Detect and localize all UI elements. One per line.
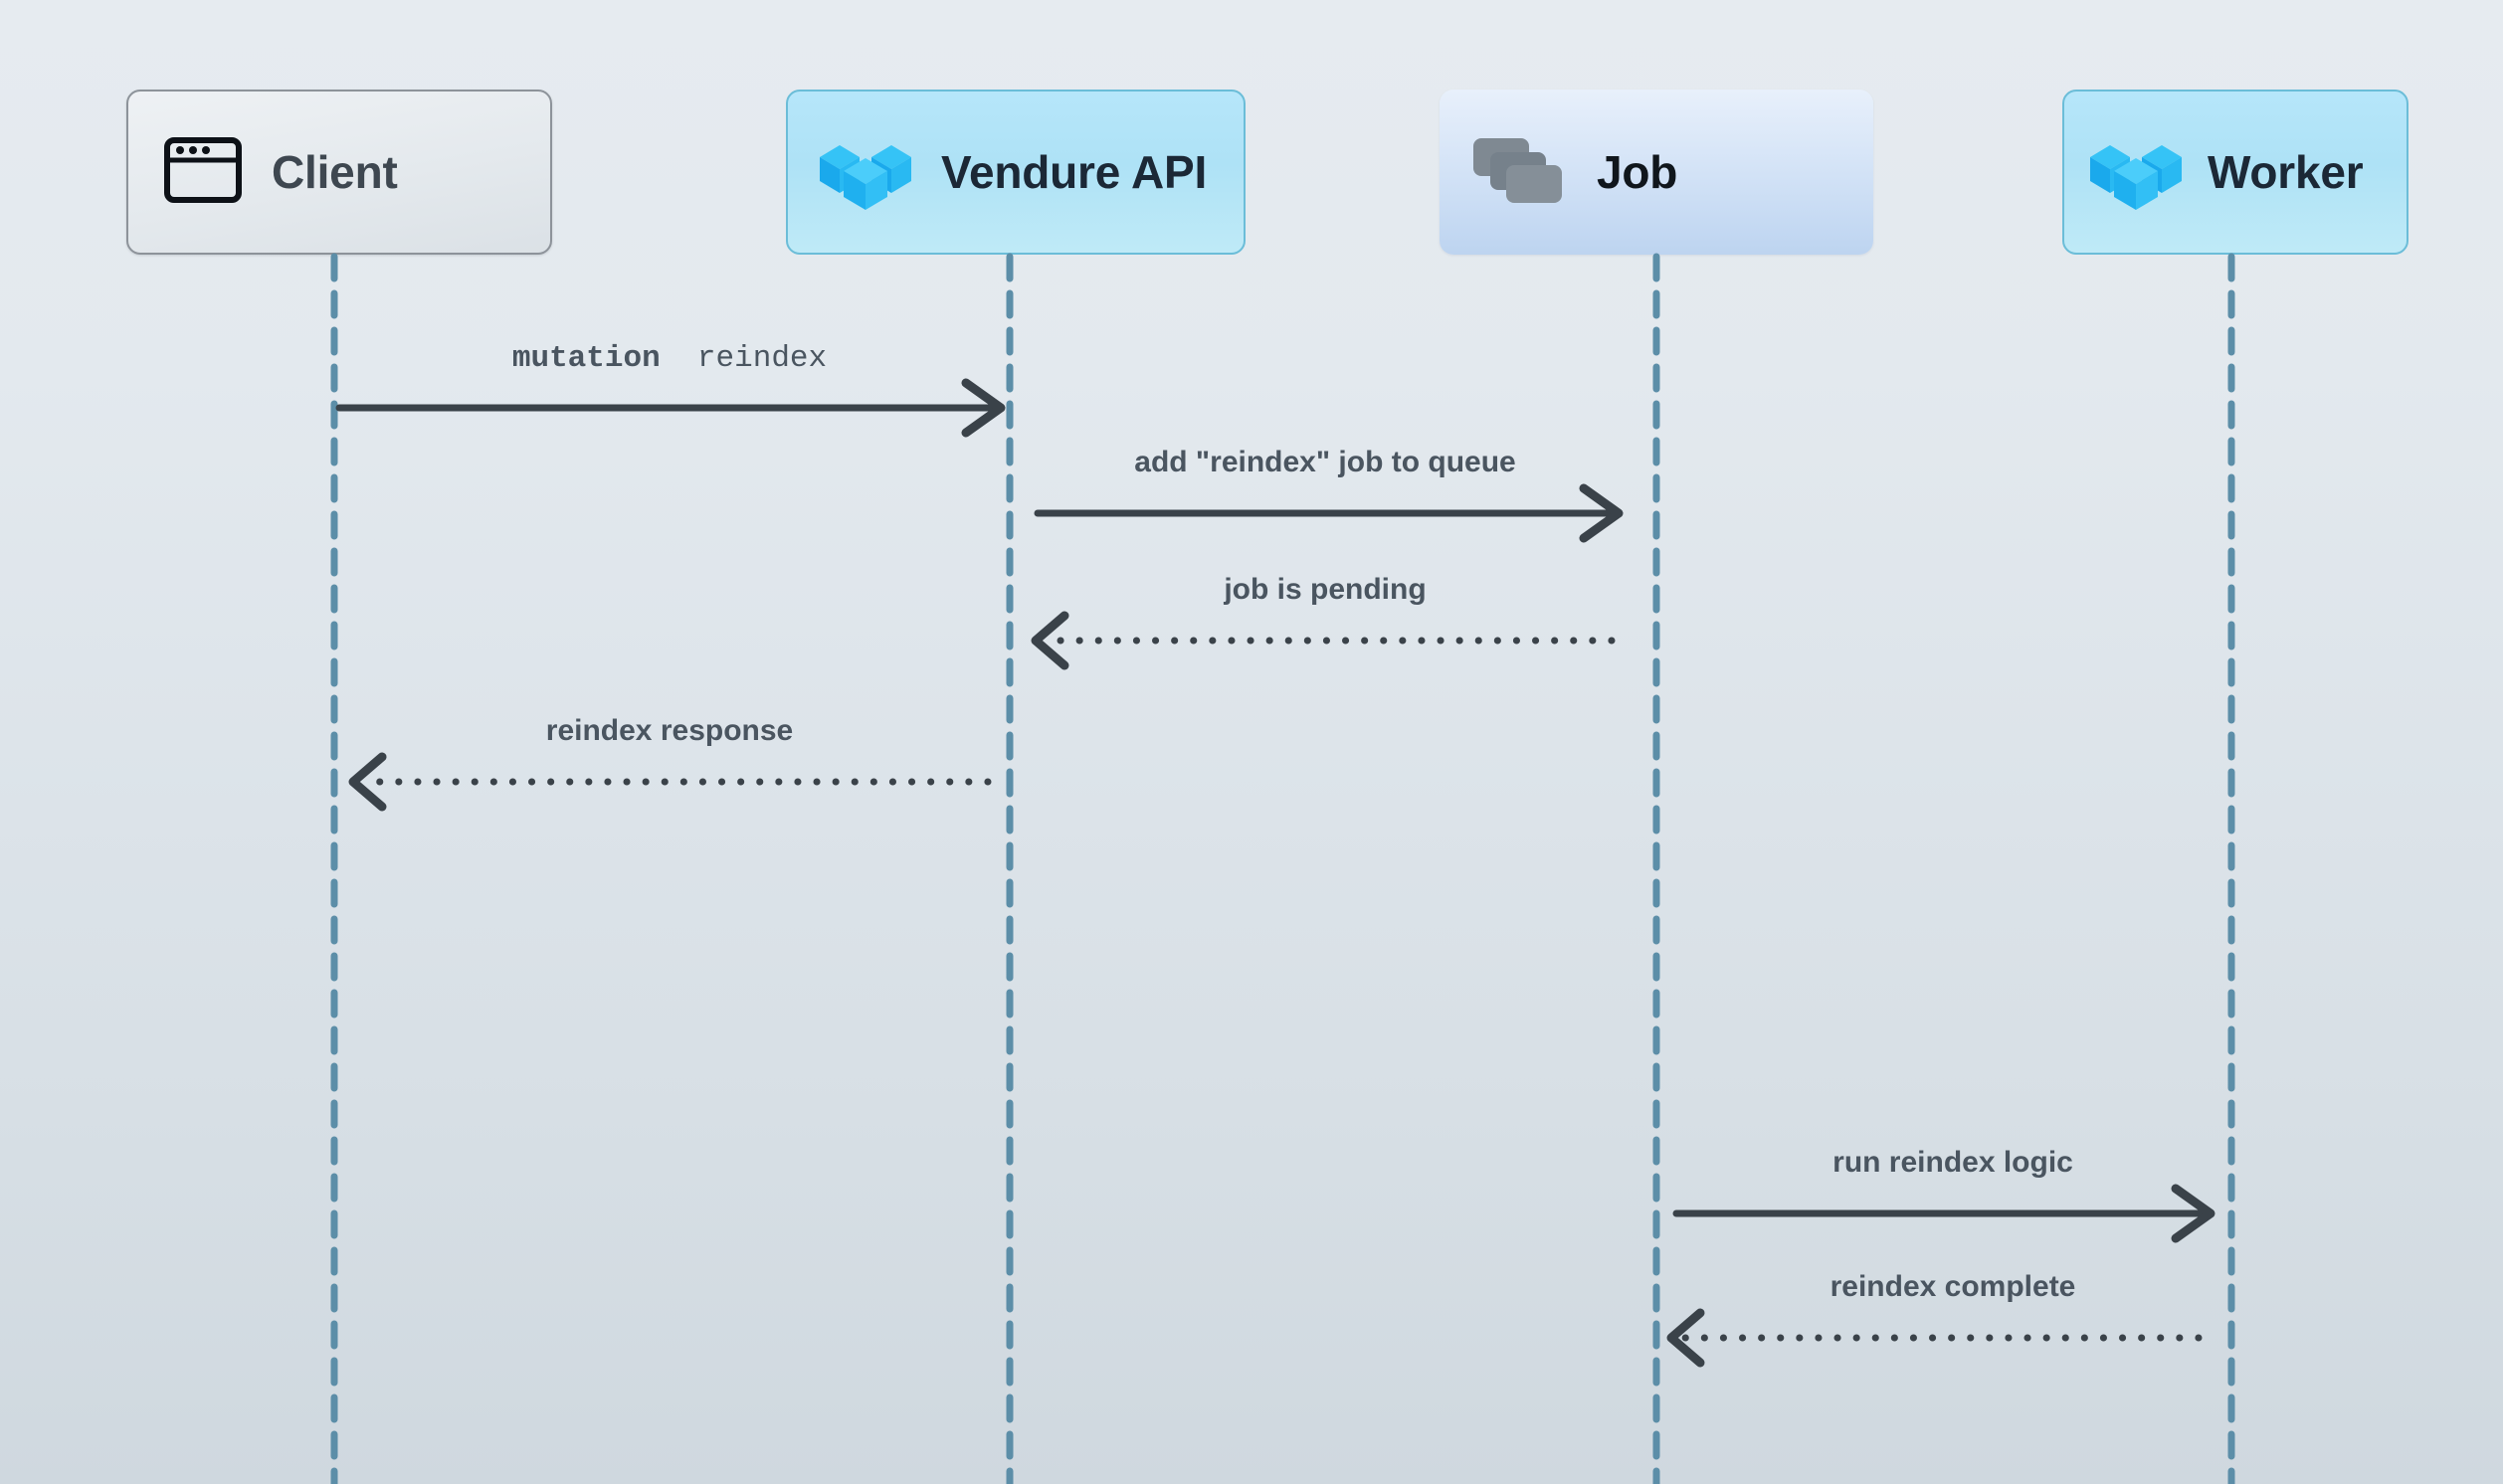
message-argument: reindex — [696, 341, 828, 376]
participant-box-worker[interactable]: Worker — [2062, 90, 2408, 255]
vendure-cubes-icon — [816, 129, 915, 216]
message-label-job-is-pending: job is pending — [1224, 573, 1427, 606]
message-label-run-reindex-logic: run reindex logic — [1832, 1146, 2073, 1179]
participant-box-vendure-api[interactable]: Vendure API — [786, 90, 1246, 255]
participant-label-client: Client — [272, 146, 398, 198]
participant-label-job: Job — [1597, 146, 1678, 198]
message-label-add-reindex-job-to-queue: add "reindex" job to queue — [1134, 446, 1516, 478]
message-arrows — [335, 378, 2215, 1368]
lifelines — [330, 253, 2235, 1484]
message-arrow-reindex-complete — [1666, 1308, 2203, 1368]
participant-label-vendure-api: Vendure API — [941, 146, 1208, 198]
participant-box-client[interactable]: Client — [126, 90, 552, 255]
message-arrow-add-reindex-job-to-queue — [1034, 483, 1624, 543]
message-label-mutation-reindex: mutation reindex — [512, 341, 827, 376]
message-arrow-mutation-reindex — [335, 378, 1006, 438]
message-label-reindex-complete: reindex complete — [1829, 1270, 2076, 1303]
browser-window-icon — [164, 136, 242, 209]
participant-box-job[interactable]: Job — [1440, 90, 1873, 255]
message-arrow-run-reindex-logic — [1672, 1184, 2215, 1243]
message-keyword: mutation — [511, 341, 661, 376]
message-label-reindex-response: reindex response — [545, 714, 794, 747]
message-arrow-reindex-response — [348, 752, 992, 812]
message-arrow-job-is-pending — [1031, 611, 1616, 670]
vendure-cubes-icon — [2086, 129, 2186, 216]
stacked-cards-icon — [1471, 134, 1563, 211]
participant-label-worker: Worker — [2208, 146, 2364, 198]
